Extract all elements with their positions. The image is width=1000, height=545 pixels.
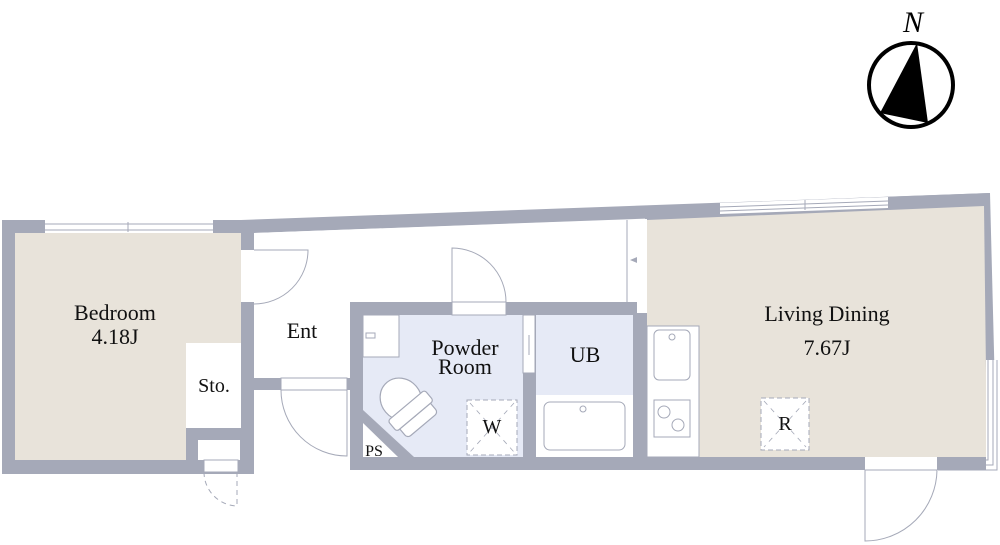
living-dining-area bbox=[637, 193, 998, 542]
powder-room-label-line2: Room bbox=[438, 354, 492, 379]
bedroom-label: Bedroom bbox=[74, 300, 156, 325]
living-dining-area-label: 7.67J bbox=[803, 335, 851, 360]
washer-label: W bbox=[482, 416, 502, 438]
wet-area bbox=[350, 247, 650, 470]
bedroom-area-label: 4.18J bbox=[91, 324, 139, 349]
pipe-space-label: PS bbox=[365, 443, 383, 460]
bedroom-area bbox=[2, 220, 254, 507]
refrigerator-label: R bbox=[778, 413, 792, 435]
unit-bath-label: UB bbox=[569, 342, 601, 367]
compass-north-label: N bbox=[903, 6, 924, 39]
powder-room-label-line1: Powder bbox=[431, 335, 499, 360]
storage-label: Sto. bbox=[198, 375, 230, 397]
north-arrow-icon bbox=[867, 41, 955, 129]
living-dining-label: Living Dining bbox=[764, 301, 890, 326]
entrance-label: Ent bbox=[286, 318, 318, 343]
entrance-area bbox=[241, 219, 645, 470]
